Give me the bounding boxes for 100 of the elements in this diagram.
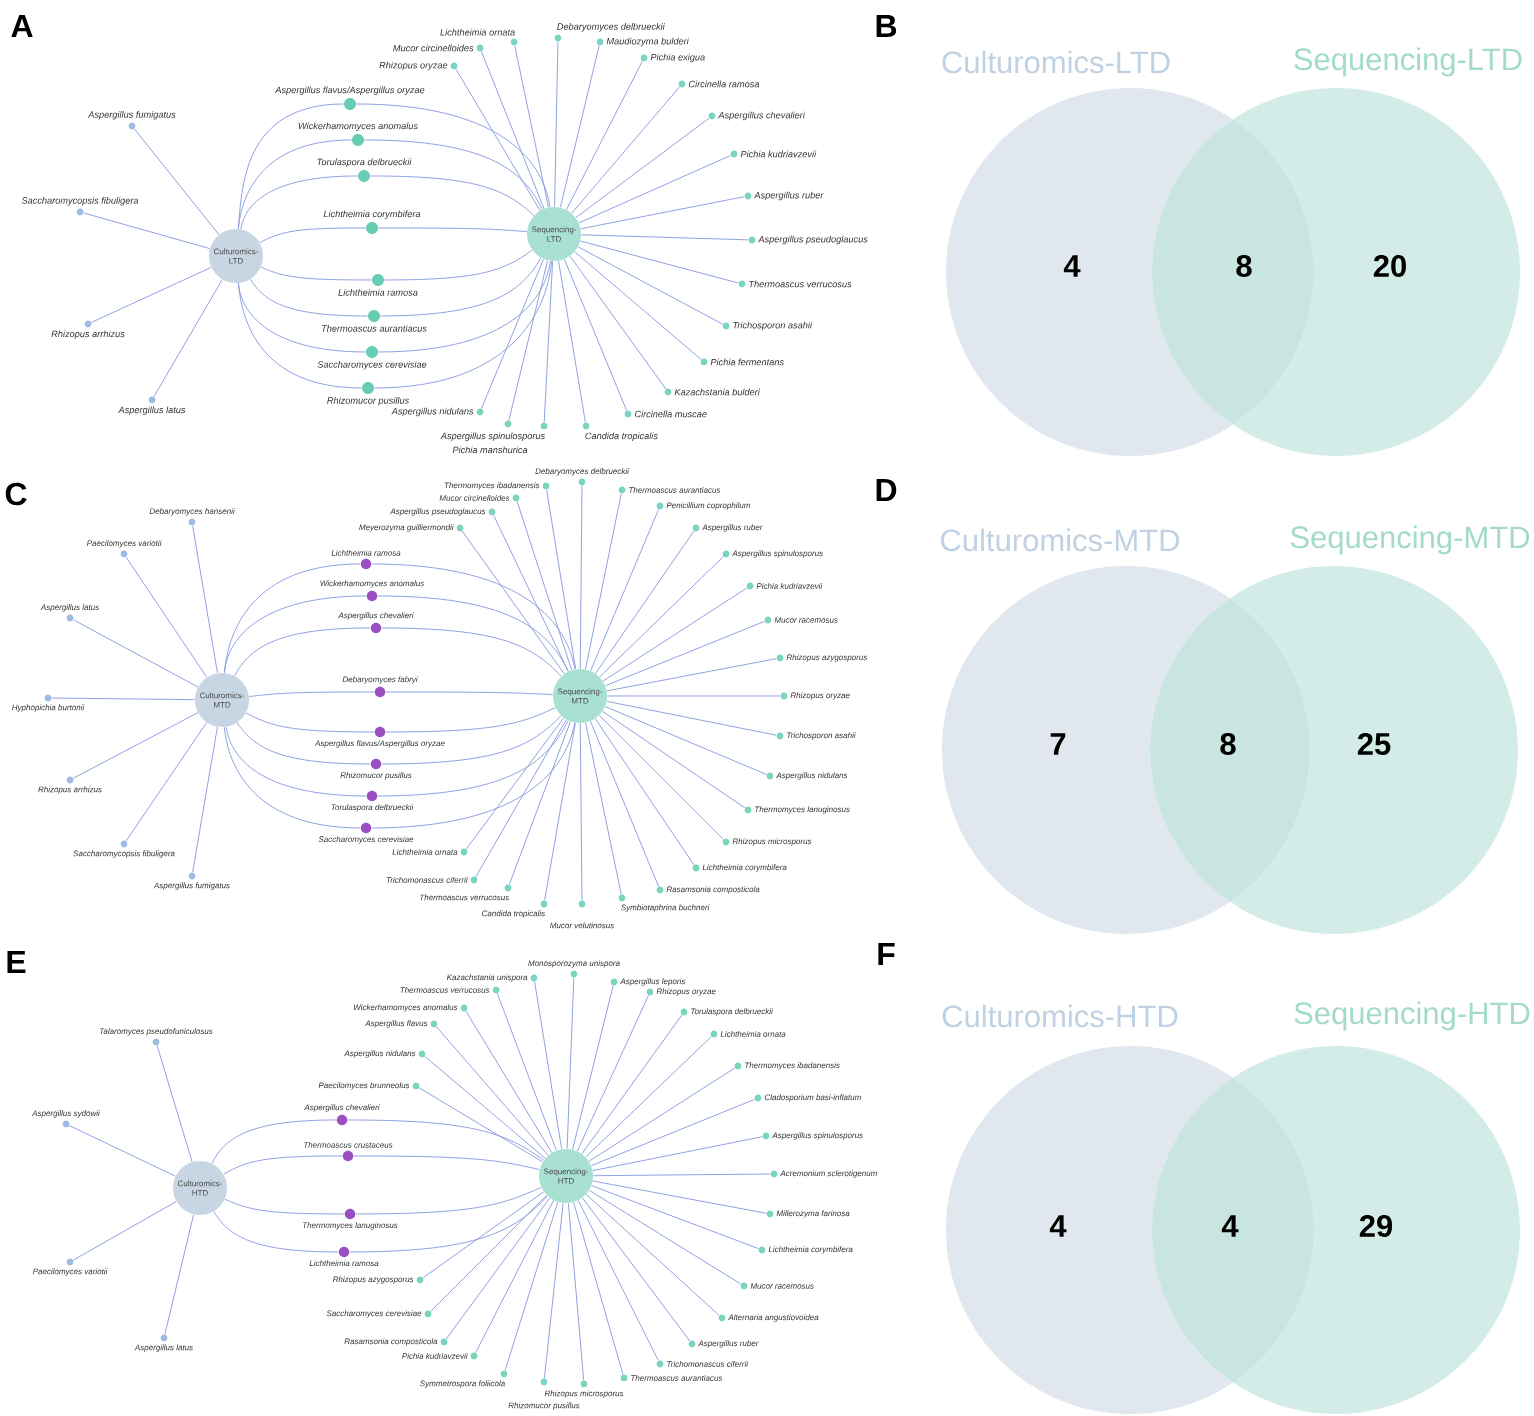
connector-line bbox=[225, 726, 367, 797]
connector-line bbox=[590, 509, 659, 672]
connector-line bbox=[585, 493, 622, 670]
set-label: Culturomics-HTD bbox=[942, 1004, 1178, 1028]
connector-line bbox=[606, 695, 781, 697]
connector-line bbox=[237, 139, 353, 230]
count-label: 4 bbox=[1063, 255, 1081, 277]
connector-line bbox=[455, 68, 541, 211]
connector-line bbox=[606, 658, 777, 692]
connector-line bbox=[249, 278, 369, 317]
connector-line bbox=[566, 60, 643, 211]
connector-line bbox=[371, 563, 576, 670]
connector-line bbox=[349, 1195, 548, 1253]
connector-line bbox=[577, 1200, 659, 1362]
connector-line bbox=[133, 128, 220, 236]
connector-line bbox=[237, 282, 363, 389]
connector-line bbox=[591, 1185, 759, 1250]
connector-line bbox=[599, 556, 724, 678]
connector-line bbox=[602, 710, 746, 809]
count-label: 20 bbox=[1373, 255, 1406, 277]
connector-line bbox=[493, 514, 569, 672]
connector-line bbox=[592, 1173, 771, 1177]
panel-letter: D bbox=[876, 478, 897, 501]
connector-line bbox=[211, 1119, 337, 1164]
connector-line bbox=[153, 279, 223, 398]
panel-letter: C bbox=[5, 482, 27, 506]
connector-line bbox=[604, 706, 767, 775]
connector-line bbox=[69, 1125, 176, 1177]
connector-line bbox=[585, 1036, 712, 1158]
connector-line bbox=[504, 1201, 559, 1371]
connector-line bbox=[573, 1201, 624, 1375]
connector-line bbox=[580, 196, 745, 230]
connector-line bbox=[508, 260, 549, 421]
connector-line bbox=[347, 1119, 545, 1161]
connector-line bbox=[514, 45, 549, 208]
connector-line bbox=[576, 994, 649, 1152]
count-label: 25 bbox=[1357, 733, 1391, 755]
connector-line bbox=[577, 246, 724, 325]
connector-line bbox=[125, 556, 208, 678]
connector-line bbox=[585, 1193, 720, 1316]
connector-line bbox=[72, 1201, 177, 1261]
connector-line bbox=[72, 712, 199, 779]
connector-line bbox=[363, 139, 543, 210]
connector-line bbox=[588, 1189, 742, 1285]
connector-line bbox=[381, 627, 562, 677]
connector-line bbox=[377, 595, 569, 672]
connector-line bbox=[371, 722, 576, 829]
connector-line bbox=[571, 86, 680, 214]
connector-line bbox=[234, 627, 371, 677]
connector-line bbox=[475, 1199, 554, 1354]
connector-line bbox=[369, 175, 535, 216]
connector-line bbox=[156, 1045, 193, 1163]
set-label: Culturomics-MTD bbox=[941, 528, 1180, 552]
connector-line bbox=[223, 726, 361, 829]
connector-line bbox=[585, 722, 622, 895]
connector-line bbox=[563, 258, 628, 411]
connector-line bbox=[260, 266, 373, 281]
connector-line bbox=[606, 700, 777, 736]
connector-line bbox=[379, 257, 542, 317]
connector-line bbox=[377, 227, 528, 233]
connector-line bbox=[192, 525, 218, 674]
connector-line bbox=[574, 251, 702, 360]
count-label: 4 bbox=[1221, 1215, 1239, 1237]
panel-letter: E bbox=[7, 950, 26, 973]
connector-line bbox=[496, 993, 557, 1151]
count-label: 4 bbox=[1049, 1215, 1067, 1237]
connector-line bbox=[213, 1211, 339, 1253]
connector-line bbox=[604, 620, 765, 687]
connector-line bbox=[224, 1198, 345, 1215]
connector-line bbox=[259, 227, 367, 244]
connector-line bbox=[592, 1136, 763, 1172]
connector-line bbox=[385, 707, 556, 733]
connector-line bbox=[381, 715, 562, 765]
connector-line bbox=[569, 255, 667, 390]
connector-line bbox=[418, 1087, 543, 1163]
connector-line bbox=[516, 501, 573, 671]
connector-line bbox=[572, 985, 614, 1150]
connector-line bbox=[534, 981, 563, 1150]
connector-line bbox=[580, 234, 749, 241]
connector-line bbox=[445, 1197, 551, 1340]
connector-line bbox=[544, 722, 576, 901]
connector-line bbox=[223, 1155, 343, 1175]
connector-line bbox=[559, 45, 600, 208]
count-label: 7 bbox=[1050, 733, 1066, 755]
connector-line bbox=[240, 175, 359, 230]
connector-line bbox=[248, 691, 375, 698]
connector-line bbox=[567, 1202, 585, 1381]
connector-line bbox=[383, 249, 533, 281]
connector-line bbox=[436, 1026, 549, 1156]
connector-line bbox=[83, 212, 211, 249]
connector-line bbox=[424, 1056, 546, 1159]
connector-line bbox=[590, 1098, 755, 1167]
connector-line bbox=[546, 489, 577, 670]
set-label: Sequencing-MTD bbox=[1290, 525, 1530, 555]
connector-line bbox=[236, 722, 371, 765]
connector-line bbox=[192, 726, 218, 873]
set-label: Sequencing-LTD bbox=[1294, 47, 1522, 77]
connector-line bbox=[598, 714, 724, 840]
connector-line bbox=[125, 722, 208, 842]
connector-line bbox=[353, 1155, 540, 1171]
